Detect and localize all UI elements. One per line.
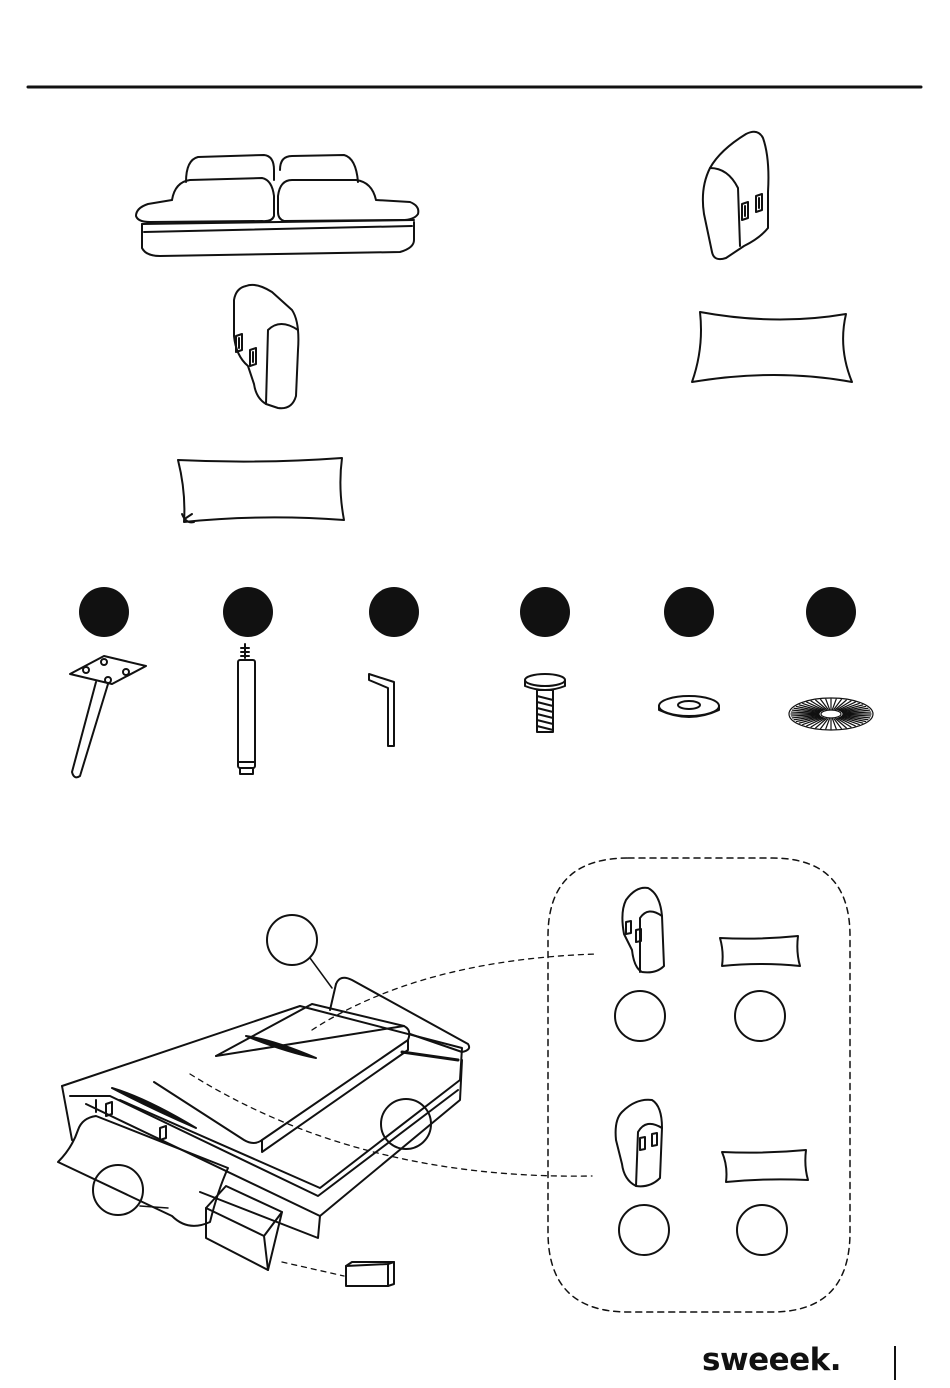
sofa-base-illustration: [136, 155, 418, 256]
armrest-left-illustration: [234, 285, 298, 408]
badge-e: [664, 587, 714, 637]
callout-circle-legend-2: [735, 991, 785, 1041]
callout-circle-seat: [381, 1099, 431, 1149]
armrest-right-illustration: [703, 132, 769, 259]
leader-line-back: [310, 958, 332, 988]
flat-washer-illustration: [659, 696, 719, 717]
center-leg-illustration: [238, 644, 255, 774]
angled-leg-illustration: [70, 656, 146, 777]
brand-logo: sweeek.: [702, 1340, 841, 1380]
legend-container: [548, 858, 850, 1312]
bolster-cushion-illustration: [178, 458, 344, 522]
bolt-illustration: [525, 674, 565, 732]
callout-circle-legend-1: [615, 991, 665, 1041]
lock-washer-illustration: [789, 698, 873, 730]
legend-armrest-top: [622, 888, 664, 973]
legend-armrest-bottom: [616, 1100, 662, 1187]
badge-b: [223, 587, 273, 637]
legend-bolster-bottom: [722, 1150, 808, 1182]
badge-a: [79, 587, 129, 637]
cushion-large-illustration: [692, 312, 852, 382]
callout-circle-legend-3: [619, 1205, 669, 1255]
badge-c: [369, 587, 419, 637]
sofa-assembly-illustration: [58, 978, 469, 1286]
callout-circle-legend-4: [737, 1205, 787, 1255]
allen-key-illustration: [369, 674, 394, 746]
brand-divider: [894, 1346, 896, 1380]
leader-line-front: [140, 1206, 168, 1208]
badge-f: [806, 587, 856, 637]
hardware-badges: [79, 587, 856, 637]
legend-bolster-top: [720, 936, 800, 966]
badge-d: [520, 587, 570, 637]
